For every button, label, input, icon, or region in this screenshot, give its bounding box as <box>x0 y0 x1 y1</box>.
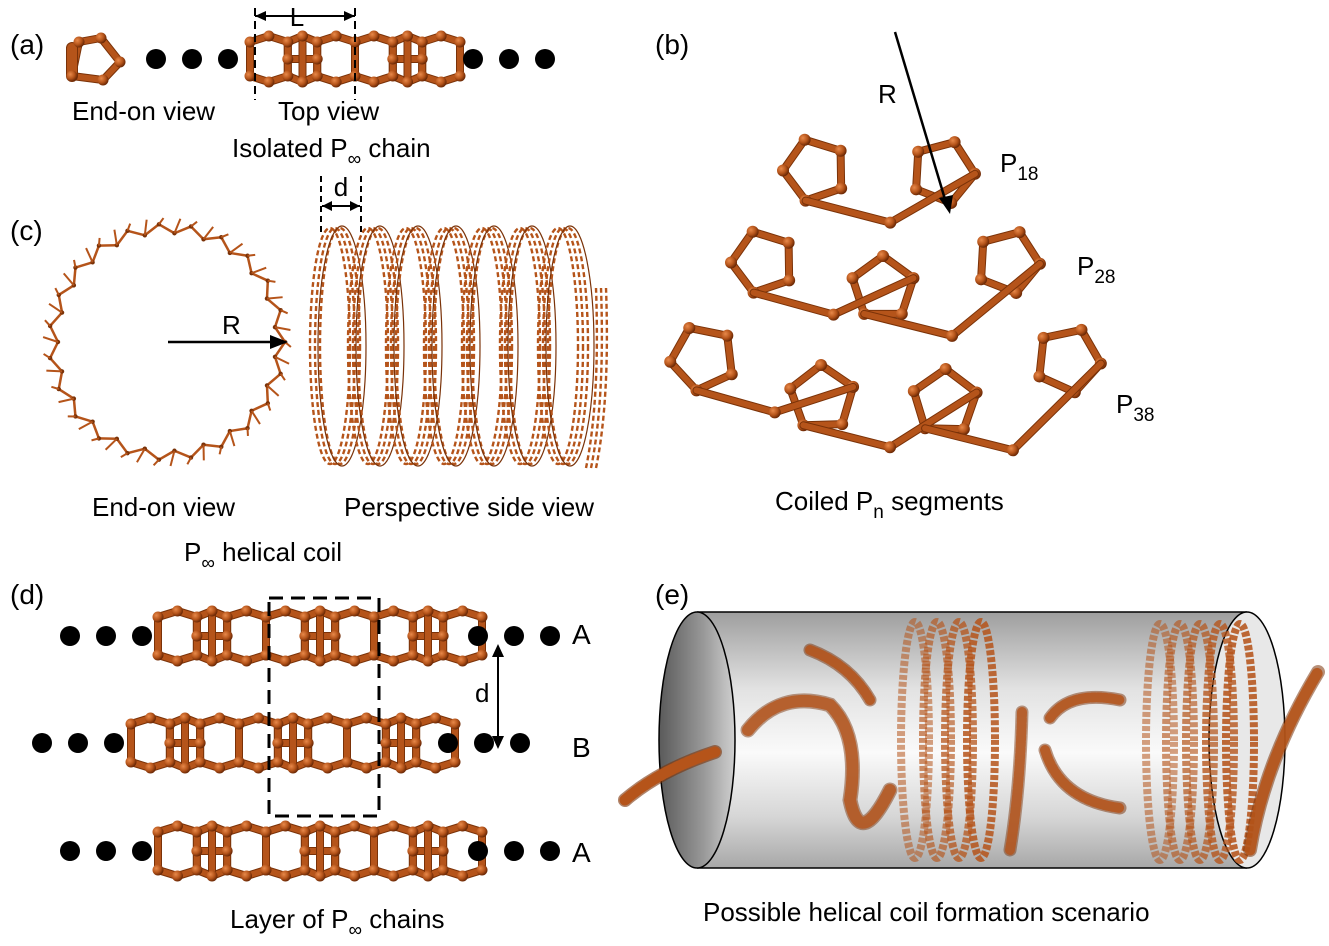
ellipsis-dots <box>146 49 238 69</box>
radius-label: R <box>878 79 897 109</box>
row-label-a-bottom: A <box>572 837 591 868</box>
radius-arrow: R <box>878 31 953 214</box>
segment-p28-molecule <box>725 225 1046 342</box>
panel-b: (b) R P18 P28 P38 Coiled Pn segments <box>655 29 1154 523</box>
segment-p28-label: P28 <box>1077 251 1115 288</box>
panel-a: (a) L End-on view Top view Isolated P∞ c… <box>10 2 555 170</box>
panel-c-caption: P∞ helical coil <box>184 537 342 574</box>
end-on-view-label: End-on view <box>72 96 215 126</box>
row-label-a-top: A <box>572 619 591 650</box>
interlayer-spacing-arrow: d <box>475 644 504 749</box>
top-view-label: Top view <box>278 96 379 126</box>
top-view-chain-molecule <box>244 30 466 88</box>
perspective-side-view-label: Perspective side view <box>344 492 594 522</box>
unit-cell-box <box>267 596 381 818</box>
panel-d-letter: (d) <box>10 579 44 610</box>
panel-d: (d) d A B A Layer of P∞ chains <box>10 579 591 941</box>
dimension-L-marker: L <box>254 2 356 100</box>
segment-p38-label: P38 <box>1116 389 1154 426</box>
panel-a-caption: Isolated P∞ chain <box>232 133 431 170</box>
segment-p18-label: P18 <box>1000 148 1038 185</box>
panel-c: (c) R d End-on view Perspective side vie… <box>10 172 609 574</box>
panel-e-caption: Possible helical coil formation scenario <box>703 897 1150 927</box>
chain-layer-rows <box>32 605 560 882</box>
panel-c-letter: (c) <box>10 215 43 246</box>
panel-b-letter: (b) <box>655 29 689 60</box>
forming-helical-coils <box>618 618 1325 864</box>
radius-arrow: R <box>168 310 288 349</box>
panel-b-caption: Coiled Pn segments <box>775 486 1004 523</box>
panel-e-letter: (e) <box>655 579 689 610</box>
end-on-chain-molecule <box>66 32 126 86</box>
panel-d-caption: Layer of P∞ chains <box>230 904 444 941</box>
segment-p38-molecule <box>664 321 1107 457</box>
row-label-b: B <box>572 732 591 763</box>
panel-a-letter: (a) <box>10 29 44 60</box>
segment-p18-molecule <box>777 133 981 229</box>
coil-end-on-view-label: End-on view <box>92 492 235 522</box>
helical-coil-end-on-ring <box>42 217 292 467</box>
interlayer-d-label: d <box>475 678 489 708</box>
panel-e: (e) Possible helical coil formation scen… <box>618 579 1325 927</box>
ellipsis-dots <box>463 49 555 69</box>
dimension-d-marker: d <box>320 172 362 234</box>
dimension-L-label: L <box>290 2 304 32</box>
dimension-d-label: d <box>334 172 348 202</box>
coil-radius-label: R <box>222 310 241 340</box>
helical-coil-side-view <box>308 225 609 469</box>
